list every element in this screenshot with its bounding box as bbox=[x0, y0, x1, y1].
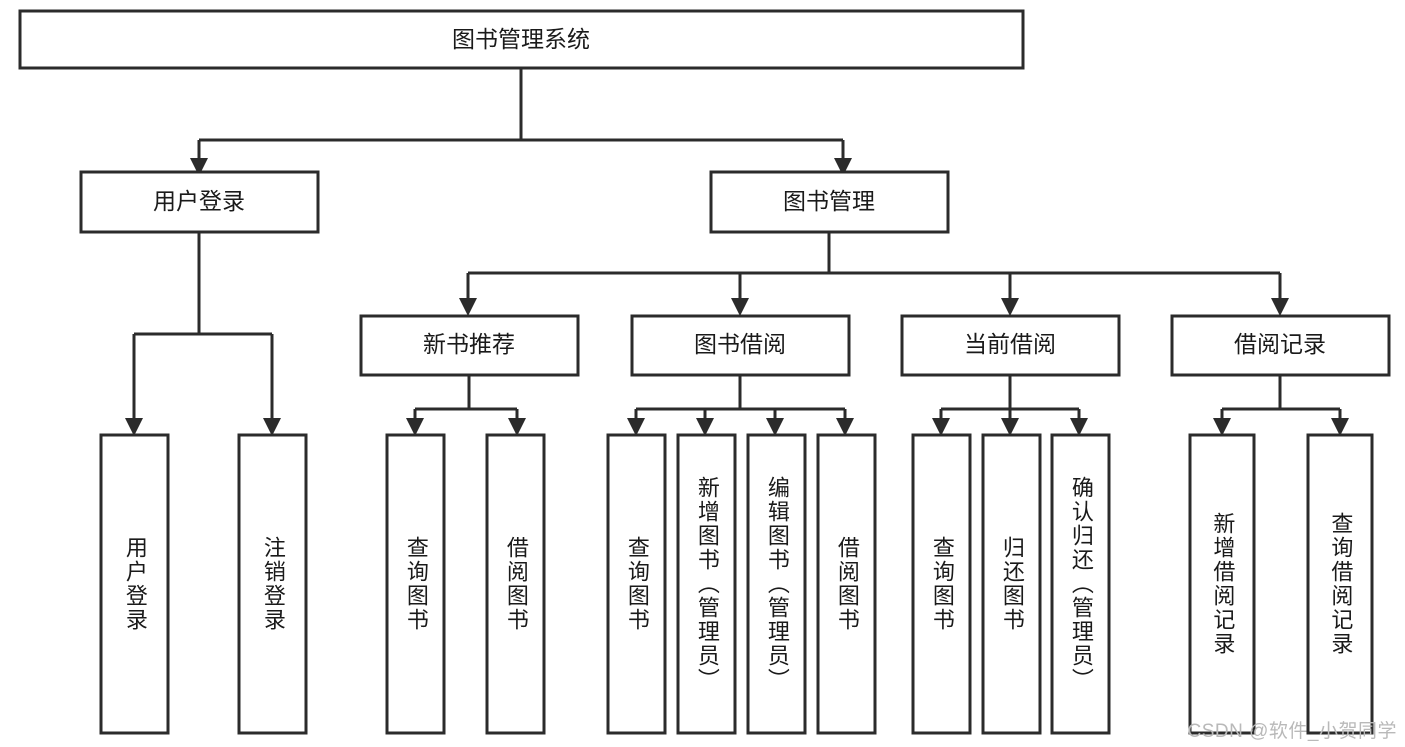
node-current-borrow[interactable]: 当前借阅 bbox=[900, 314, 1121, 377]
node-book-management[interactable]: 图书管理 bbox=[709, 170, 950, 234]
connector-borrowrecord-to-leaves bbox=[1220, 375, 1342, 422]
node-root-system[interactable]: 图书管理系统 bbox=[18, 9, 1025, 70]
arrow-head-icon bbox=[1070, 418, 1088, 436]
node-user-login[interactable]: 用户登录 bbox=[79, 170, 320, 234]
node-box-leaf-edit-book[interactable] bbox=[746, 433, 807, 735]
connector-group-book-management bbox=[459, 232, 1289, 316]
arrow-head-icon bbox=[834, 158, 852, 176]
node-box-leaf-user-login[interactable] bbox=[99, 433, 170, 735]
node-box-leaf-confirm-return[interactable] bbox=[1050, 433, 1111, 735]
arrow-head-icon bbox=[696, 418, 714, 436]
arrow-head-icon bbox=[263, 418, 281, 436]
connector-newbook-to-leaves bbox=[413, 375, 519, 422]
node-box-borrow-record[interactable] bbox=[1170, 314, 1391, 377]
node-box-book-borrow[interactable] bbox=[630, 314, 851, 377]
node-label-user-login: 用户登录 bbox=[153, 188, 245, 214]
arrow-head-icon bbox=[1213, 418, 1231, 436]
node-label-borrow-record: 借阅记录 bbox=[1234, 331, 1326, 357]
watermark-text: CSDN @软件_小贺同学 bbox=[1187, 721, 1397, 742]
arrow-head-icon bbox=[459, 298, 477, 316]
arrow-head-icon bbox=[190, 158, 208, 176]
connector-root-to-level2 bbox=[197, 68, 845, 162]
arrow-head-icon bbox=[627, 418, 645, 436]
node-box-user-login[interactable] bbox=[79, 170, 320, 234]
node-box-leaf-return-book[interactable] bbox=[981, 433, 1042, 735]
node-box-leaf-add-book[interactable] bbox=[676, 433, 737, 735]
arrow-head-icon bbox=[1001, 418, 1019, 436]
connector-group-current-borrow bbox=[932, 375, 1088, 436]
connector-group-new-book-rec bbox=[406, 375, 526, 436]
arrow-head-icon bbox=[932, 418, 950, 436]
arrow-head-icon bbox=[1271, 298, 1289, 316]
node-label-root: 图书管理系统 bbox=[452, 26, 590, 52]
connector-group-book-borrow bbox=[627, 375, 854, 436]
node-box-leaf-query-book-1[interactable] bbox=[385, 433, 446, 735]
connector-bookborrow-to-leaves bbox=[634, 375, 847, 422]
node-label-new-book-recommend: 新书推荐 bbox=[423, 331, 515, 357]
node-new-book-recommend[interactable]: 新书推荐 bbox=[359, 314, 580, 377]
connector-group-user-login bbox=[125, 232, 281, 436]
node-box-leaf-add-record[interactable] bbox=[1188, 433, 1256, 735]
arrow-head-icon bbox=[406, 418, 424, 436]
node-box-leaf-query-record[interactable] bbox=[1306, 433, 1374, 735]
connector-userlogin-to-leaves bbox=[132, 232, 274, 422]
node-box-new-book-recommend[interactable] bbox=[359, 314, 580, 377]
node-box-current-borrow[interactable] bbox=[900, 314, 1121, 377]
arrow-head-icon bbox=[508, 418, 526, 436]
arrow-head-icon bbox=[1001, 298, 1019, 316]
node-box-leaf-borrow-book-1[interactable] bbox=[485, 433, 546, 735]
node-borrow-record[interactable]: 借阅记录 bbox=[1170, 314, 1391, 377]
node-label-book-management: 图书管理 bbox=[783, 188, 875, 214]
node-box-leaf-query-book-2[interactable] bbox=[606, 433, 667, 735]
connector-bookmgmt-to-level3 bbox=[466, 232, 1282, 302]
node-box-book-management[interactable] bbox=[709, 170, 950, 234]
node-label-current-borrow: 当前借阅 bbox=[964, 331, 1056, 357]
arrow-head-icon bbox=[1331, 418, 1349, 436]
arrow-head-icon bbox=[836, 418, 854, 436]
connector-group-borrow-record bbox=[1213, 375, 1349, 436]
connector-currentborrow-to-leaves bbox=[939, 375, 1081, 422]
connector-group-root bbox=[190, 68, 852, 176]
node-book-borrow[interactable]: 图书借阅 bbox=[630, 314, 851, 377]
node-box-leaf-borrow-book-2[interactable] bbox=[816, 433, 877, 735]
node-label-book-borrow: 图书借阅 bbox=[694, 331, 786, 357]
arrow-head-icon bbox=[125, 418, 143, 436]
node-box-leaf-logout[interactable] bbox=[237, 433, 308, 735]
arrow-head-icon bbox=[766, 418, 784, 436]
node-box-root[interactable] bbox=[18, 9, 1025, 70]
node-box-leaf-query-book-3[interactable] bbox=[911, 433, 972, 735]
arrow-head-icon bbox=[731, 298, 749, 316]
